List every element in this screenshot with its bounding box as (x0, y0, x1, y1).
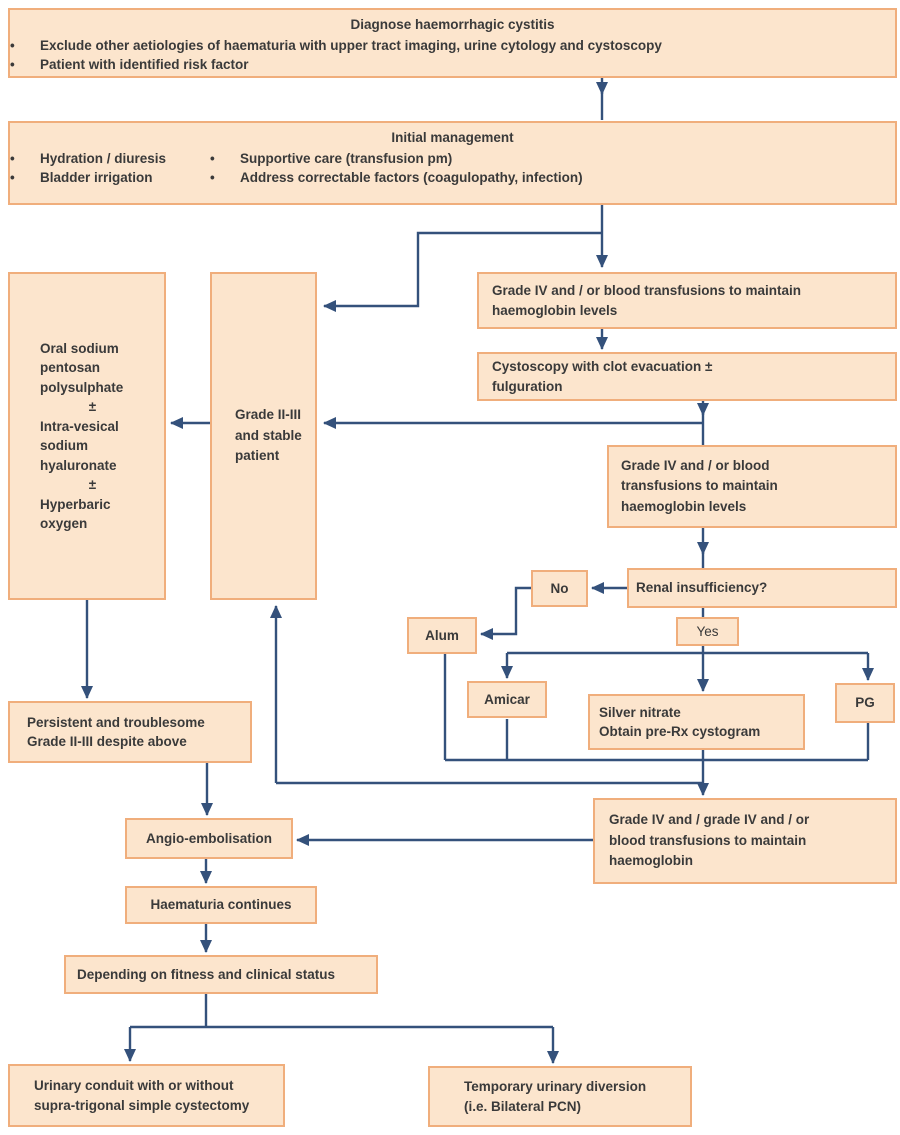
bullet-item: Hydration / diuresis (10, 149, 210, 168)
node-text-line: pentosan (40, 360, 101, 375)
node-text-line: blood transfusions to maintain (609, 832, 807, 848)
node-angio-embolisation: Angio-embolisation (125, 818, 293, 859)
node-text-line: Grade IV and / or blood (621, 457, 770, 473)
node-text-line: Oral sodium (40, 340, 119, 356)
node-text-line: (i.e. Bilateral PCN) (464, 1098, 582, 1114)
node-alum: Alum (407, 617, 477, 654)
node-text-line: Alum (425, 627, 459, 643)
node-text-line: Urinary conduit with or without (34, 1078, 234, 1093)
initial-bullets-left: Hydration / diuresis Bladder irrigation (10, 149, 210, 187)
node-title: Diagnose haemorrhagic cystitis (350, 17, 555, 32)
node-urinary-conduit: Urinary conduit with or without supra-tr… (8, 1064, 285, 1127)
node-grade-2-3-stable-patient: Grade II-III and stable patient (210, 272, 317, 600)
node-pg: PG (835, 683, 895, 723)
node-silver-nitrate: Silver nitrate Obtain pre-Rx cystogram (588, 694, 805, 750)
bullet-item: Supportive care (transfusion pm) (210, 149, 583, 168)
node-oral-pentosan-therapy: Oral sodium pentosan polysulphate ± Intr… (8, 272, 166, 600)
node-text-line: Amicar (484, 691, 530, 707)
node-text-line: supra-trigonal simple cystectomy (34, 1097, 250, 1113)
node-text-line: haemoglobin levels (621, 498, 747, 514)
node-depending-on-fitness: Depending on fitness and clinical status (64, 955, 378, 994)
bullet-item: Patient with identified risk factor (10, 55, 895, 74)
node-text-line: Grade IV and / grade IV and / or (609, 812, 810, 828)
bullet-item: Bladder irrigation (10, 168, 210, 187)
node-text-line: Cystoscopy with clot evacuation ± (492, 359, 713, 374)
node-text-line: haemoglobin (609, 853, 693, 869)
plus-minus-symbol: ± (88, 477, 97, 492)
node-grade4-transfusions-3: Grade IV and / grade IV and / or blood t… (593, 798, 897, 884)
node-text-line: Intra-vesical (40, 418, 119, 434)
node-text-line: hyaluronate (40, 457, 117, 473)
node-text-line: Temporary urinary diversion (464, 1079, 647, 1094)
plus-minus-symbol: ± (88, 399, 97, 414)
node-title: Initial management (391, 130, 514, 145)
node-text-line: Renal insufficiency? (636, 580, 768, 596)
node-text-line: PG (855, 695, 875, 711)
node-text-line: fulguration (492, 378, 563, 394)
node-text-line: Angio-embolisation (146, 830, 272, 846)
bullet-item: Address correctable factors (coagulopath… (210, 168, 583, 187)
node-text-line: Grade IV and / or blood transfusions to … (492, 283, 802, 298)
node-cystoscopy-clot-evacuation: Cystoscopy with clot evacuation ± fulgur… (477, 352, 897, 401)
node-grade4-transfusions-2: Grade IV and / or blood transfusions to … (607, 445, 897, 528)
node-text-line: Silver nitrate (599, 704, 681, 720)
node-amicar: Amicar (467, 681, 547, 718)
node-persistent-troublesome: Persistent and troublesome Grade II-III … (8, 701, 252, 763)
node-initial-management: Initial management Hydration / diuresis … (8, 121, 897, 205)
node-text-line: Grade II-III despite above (27, 734, 187, 749)
node-text-line: transfusions to maintain (621, 478, 778, 494)
node-diagnose-haemorrhagic-cystitis: Diagnose haemorrhagic cystitis Exclude o… (8, 8, 897, 78)
node-grade4-transfusions-1: Grade IV and / or blood transfusions to … (477, 272, 897, 329)
node-text-line: Grade II-III (235, 407, 302, 423)
node-text-line: No (550, 580, 569, 596)
node-text-line: Yes (696, 623, 719, 639)
node-haematuria-continues: Haematuria continues (125, 886, 317, 924)
node-text-line: sodium (40, 438, 89, 453)
node-text-line: haemoglobin levels (492, 302, 618, 318)
node-text-line: and stable (235, 427, 302, 443)
node-text-line: oxygen (40, 516, 88, 531)
node-text-line: Depending on fitness and clinical status (77, 966, 336, 982)
node-text-line: Obtain pre-Rx cystogram (599, 724, 761, 739)
node-text-line: polysulphate (40, 379, 124, 395)
diagnose-bullet-list: Exclude other aetiologies of haematuria … (10, 36, 895, 74)
node-renal-insufficiency-question: Renal insufficiency? (627, 568, 897, 608)
bullet-item: Exclude other aetiologies of haematuria … (10, 36, 895, 55)
node-temporary-urinary-diversion: Temporary urinary diversion (i.e. Bilate… (428, 1066, 692, 1127)
initial-bullets-right: Supportive care (transfusion pm) Address… (210, 149, 583, 187)
node-text-line: Persistent and troublesome (27, 714, 205, 730)
node-text-line: patient (235, 448, 280, 464)
node-yes: Yes (676, 617, 739, 646)
node-text-line: Hyperbaric (40, 496, 111, 512)
node-text-line: Haematuria continues (150, 897, 292, 913)
initial-management-columns: Hydration / diuresis Bladder irrigation … (10, 148, 895, 187)
node-no: No (531, 570, 588, 607)
